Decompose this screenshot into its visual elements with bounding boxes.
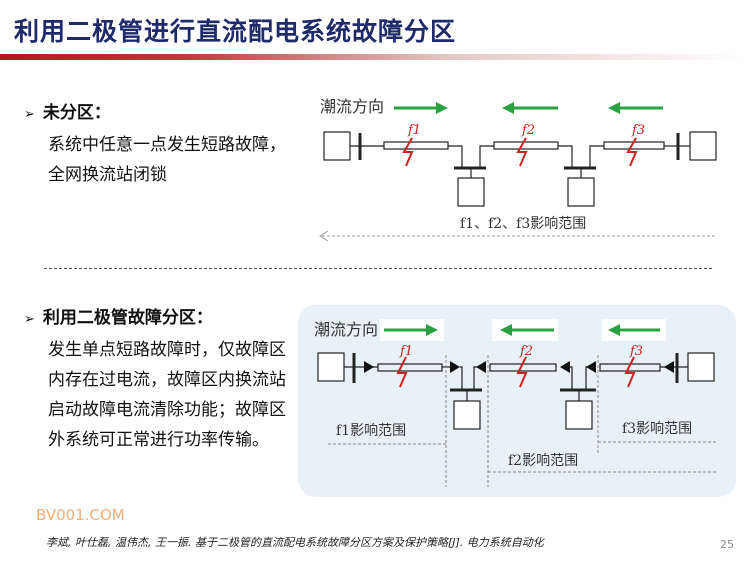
svg-text:f2: f2 xyxy=(521,123,535,138)
range-arrows xyxy=(328,355,716,487)
flow-arrows xyxy=(394,102,663,114)
range-label-f2: f2影响范围 xyxy=(508,452,578,469)
svg-text:f2: f2 xyxy=(519,344,533,359)
section-heading: 利用二极管故障分区： xyxy=(42,308,213,328)
diagram-unpartitioned: 潮流方向 f1 f2 f3 f1、f2 xyxy=(319,97,717,242)
section-heading: 未分区： xyxy=(42,103,111,123)
fault-labels: f1 f2 f3 xyxy=(399,344,643,359)
range-label: f1、f2、f3影响范围 xyxy=(460,215,586,232)
section-body: 发生单点短路故障时，仅故障区内存在过电流，故障区内换流站启动故障电流清除功能；故… xyxy=(48,340,286,450)
svg-text:f3: f3 xyxy=(629,344,643,359)
page-title: 利用二极管进行直流配电系统故障分区 xyxy=(14,17,457,46)
diagram-partitioned: 潮流方向 f1 f2 f3 xyxy=(314,319,716,487)
title-underline xyxy=(0,54,750,60)
range-label-f1: f1影响范围 xyxy=(336,422,406,439)
section-unpartitioned: ➢ 未分区： 系统中任意一点发生短路故障，全网换流站闭锁 xyxy=(24,98,294,190)
diode-icons xyxy=(364,361,674,373)
svg-text:f1: f1 xyxy=(407,123,421,138)
divider xyxy=(44,268,712,269)
range-label-f3: f3影响范围 xyxy=(622,420,692,437)
fault-labels: f1 f2 f3 xyxy=(407,123,645,138)
flow-arrows xyxy=(384,324,660,336)
svg-text:f1: f1 xyxy=(399,344,413,359)
circuit xyxy=(323,131,717,207)
circuit xyxy=(317,352,715,430)
page-number: 25 xyxy=(720,538,734,551)
bullet-arrow-icon: ➢ xyxy=(24,312,35,327)
section-diode-partition: ➢ 利用二极管故障分区： 发生单点短路故障时，仅故障区内存在过电流，故障区内换流站… xyxy=(24,303,294,455)
flow-label: 潮流方向 xyxy=(314,320,378,339)
svg-text:f3: f3 xyxy=(631,123,645,138)
fault-bolt-icons xyxy=(402,137,638,167)
watermark: BV001.COM xyxy=(36,506,125,524)
fault-bolt-icons xyxy=(396,356,636,388)
reference-citation: 李斌, 叶仕磊, 温伟杰, 王一振. 基于二极管的直流配电系统故障分区方案及保护… xyxy=(46,536,544,549)
bullet-arrow-icon: ➢ xyxy=(24,107,35,122)
flow-label: 潮流方向 xyxy=(320,97,384,116)
section-body: 系统中任意一点发生短路故障，全网换流站闭锁 xyxy=(48,135,286,185)
